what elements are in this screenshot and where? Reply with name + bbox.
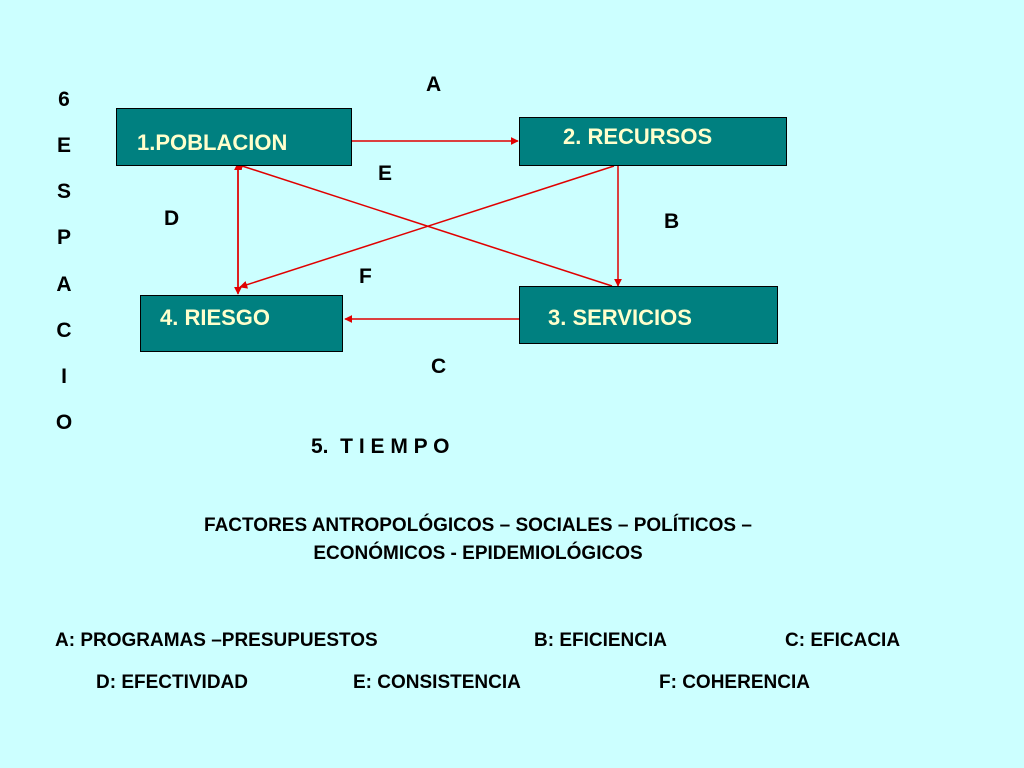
edge-label-f: F: [359, 265, 372, 288]
box-riesgo: 4. RIESGO: [140, 295, 343, 352]
espacio-letter: A: [56, 273, 72, 296]
factores-line-1: FACTORES ANTROPOLÓGICOS – SOCIALES – POL…: [204, 515, 752, 536]
espacio-letter: C: [56, 319, 72, 342]
edge-label-a: A: [426, 73, 442, 96]
legend-c: C: EFICACIA: [785, 630, 901, 651]
espacio-letter: S: [56, 180, 71, 203]
espacio-letter: E: [56, 134, 71, 157]
box-recursos-label: 2. RECURSOS: [563, 124, 713, 149]
box-recursos: 2. RECURSOS: [519, 117, 787, 166]
box-riesgo-label: 4. RIESGO: [160, 305, 271, 330]
arrow-e-servicios-to-poblacion: [235, 162, 613, 287]
arrow-f-recursos-to-riesgo: [239, 165, 615, 289]
espacio-letter: P: [56, 226, 71, 249]
factores-line-2: ECONÓMICOS - EPIDEMIOLÓGICOS: [313, 543, 643, 564]
legend-f: F: COHERENCIA: [659, 672, 810, 693]
box-poblacion: 1.POBLACION: [116, 108, 352, 166]
espacio-letter: 6: [58, 88, 70, 111]
legend-d: D: EFECTIVIDAD: [96, 672, 248, 693]
box-servicios: 3. SERVICIOS: [519, 286, 778, 344]
edge-label-b: B: [664, 210, 680, 233]
box-servicios-label: 3. SERVICIOS: [548, 305, 692, 330]
espacio-letter: I: [61, 365, 67, 388]
tiempo-axis-label: 5. T I E M P O: [311, 435, 450, 458]
edge-label-e: E: [378, 162, 393, 185]
legend-b: B: EFICIENCIA: [534, 630, 667, 651]
legend-e: E: CONSISTENCIA: [353, 672, 521, 693]
edge-label-d: D: [164, 207, 180, 230]
edge-label-c: C: [431, 355, 447, 378]
espacio-letter: O: [55, 411, 73, 434]
legend-a: A: PROGRAMAS –PRESUPUESTOS: [55, 630, 378, 651]
box-poblacion-label: 1.POBLACION: [137, 130, 288, 155]
